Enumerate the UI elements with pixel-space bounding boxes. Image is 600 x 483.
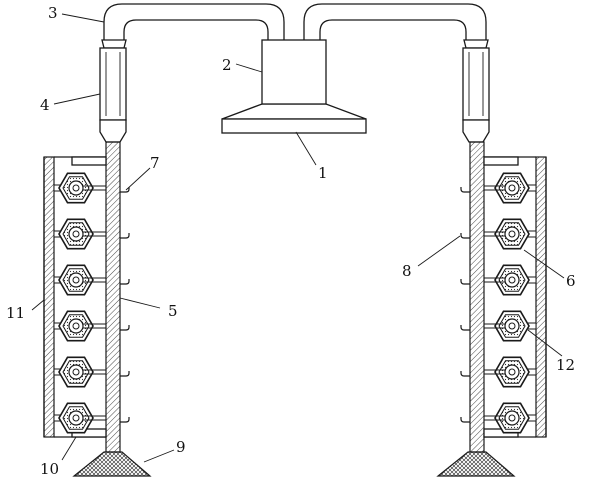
right-hook-1 (460, 187, 470, 193)
right-nozzle-6 (484, 402, 537, 434)
right-nozzle-3 (484, 264, 537, 296)
left-hook-group (120, 187, 130, 423)
label-9: 9 (176, 438, 186, 456)
right-hook-2 (460, 233, 470, 239)
left-nozzle-group (53, 172, 106, 434)
left-nozzle-1 (53, 172, 106, 204)
left-hook-3 (120, 279, 130, 285)
left-hook-1 (120, 187, 130, 193)
right-nozzle-5 (484, 356, 537, 388)
left-hook-2 (120, 233, 130, 239)
right-nozzle-group (484, 172, 537, 434)
right-cabinet (483, 156, 547, 438)
right-nozzle-2 (484, 218, 537, 250)
right-nozzle-4 (484, 310, 537, 342)
left-hook-6 (120, 417, 130, 423)
left-cabinet (43, 156, 107, 438)
left-nozzle-5 (53, 356, 106, 388)
right-base (436, 451, 516, 477)
label-11: 11 (6, 304, 25, 322)
label-7: 7 (150, 154, 160, 172)
label-8: 8 (402, 262, 412, 280)
leader-lines (31, 13, 565, 463)
right-hook-5 (460, 371, 470, 377)
label-5: 5 (168, 302, 178, 320)
left-hook-4 (120, 325, 130, 331)
right-hook-group (460, 187, 470, 423)
right-hook-6 (460, 417, 470, 423)
left-hook-5 (120, 371, 130, 377)
left-bracket (71, 156, 107, 166)
right-bracket (483, 156, 519, 166)
right-sleeve (462, 39, 490, 143)
left-nozzle-6 (53, 402, 106, 434)
left-nozzle-2 (53, 218, 106, 250)
label-10: 10 (40, 460, 59, 478)
label-12: 12 (556, 356, 575, 374)
label-2: 2 (222, 56, 232, 74)
right-nozzle-1 (484, 172, 537, 204)
left-base (72, 451, 152, 477)
label-4: 4 (40, 96, 50, 114)
callout-labels: 1 2 3 4 5 6 7 8 9 10 11 12 (6, 4, 576, 478)
connector-pipes (103, 3, 487, 40)
left-sleeve (99, 39, 127, 143)
label-6: 6 (566, 272, 576, 290)
label-1: 1 (318, 164, 328, 182)
hood (221, 103, 367, 134)
fan-unit (261, 39, 327, 105)
label-3: 3 (48, 4, 58, 22)
right-hook-4 (460, 325, 470, 331)
left-nozzle-4 (53, 310, 106, 342)
right-hook-3 (460, 279, 470, 285)
right-column (469, 141, 485, 453)
left-nozzle-3 (53, 264, 106, 296)
left-column (105, 141, 121, 453)
